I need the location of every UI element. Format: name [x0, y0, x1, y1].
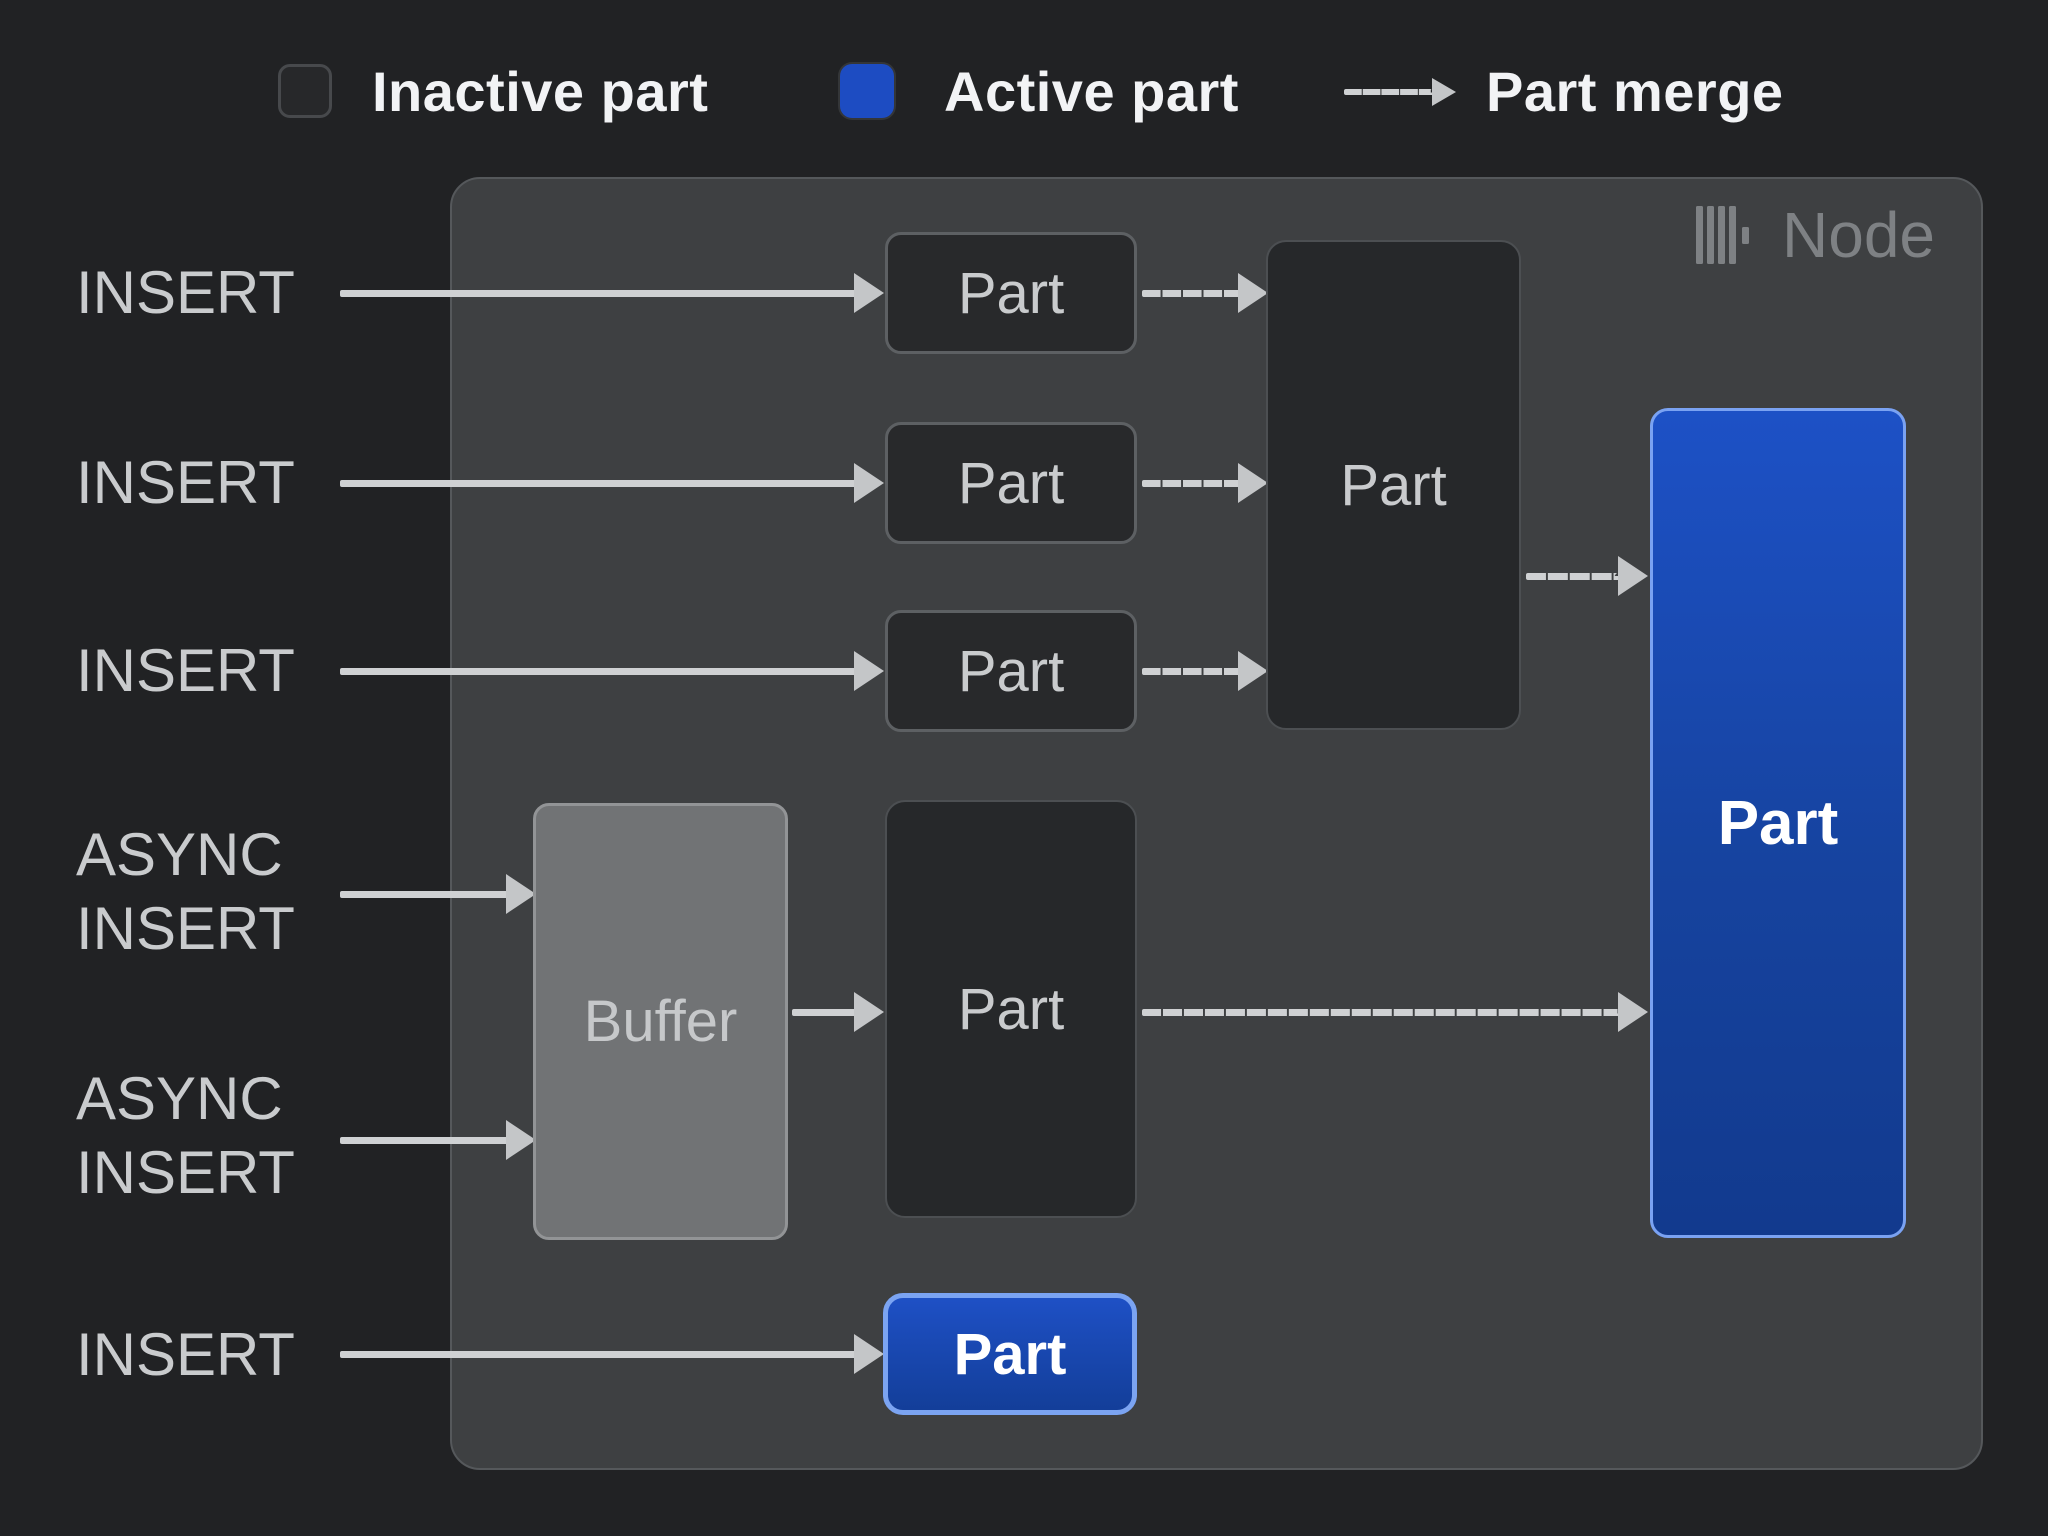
logo-bar [1707, 206, 1714, 264]
active-part-swatch [840, 64, 894, 118]
buffer-to-part-arrow [792, 990, 884, 1034]
arrow-line [1526, 572, 1622, 580]
arrow-head [1238, 463, 1268, 503]
arrow-line [1142, 667, 1242, 675]
logo-dot [1742, 226, 1749, 244]
arrow-line [1142, 289, 1242, 297]
node-title: Node [1782, 199, 1935, 271]
arrow-line [340, 1350, 858, 1358]
inactive-part-box-3: Part [885, 610, 1137, 732]
arrow-line [1344, 88, 1436, 95]
inactive-part-swatch [278, 64, 332, 118]
arrow-head [854, 651, 884, 691]
async-insert-arrow-2 [340, 1118, 536, 1162]
async-insert-label-2: ASYNC INSERT [76, 1065, 295, 1206]
async-insert-arrow-1 [340, 872, 536, 916]
insert-label-1: INSERT [76, 259, 295, 326]
arrow-head [506, 874, 536, 914]
arrow-head [1238, 273, 1268, 313]
clickhouse-logo-icon [1696, 206, 1749, 264]
arrow-line [340, 667, 858, 675]
arrow-line [792, 1008, 858, 1016]
insert-label-4: INSERT [76, 1321, 295, 1388]
logo-bar [1696, 206, 1703, 264]
legend-label-inactive-part: Inactive part [372, 59, 709, 123]
active-part-box-large: Part [1650, 408, 1906, 1238]
logo-bar [1718, 206, 1725, 264]
arrow-head [1618, 556, 1648, 596]
inactive-part-box-1: Part [885, 232, 1137, 354]
insert-arrow-4 [340, 1332, 884, 1376]
arrow-head [1432, 78, 1456, 106]
merged-part-box: Part [1266, 240, 1521, 730]
insert-arrow-3 [340, 649, 884, 693]
arrow-line [340, 479, 858, 487]
arrow-head [506, 1120, 536, 1160]
arrow-line [340, 1136, 510, 1144]
insert-label-2: INSERT [76, 449, 295, 516]
part-merge-arrow-1 [1142, 271, 1268, 315]
arrow-head [854, 992, 884, 1032]
inactive-part-box-2: Part [885, 422, 1137, 544]
active-part-box-small: Part [883, 1293, 1137, 1415]
async-part-box: Part [885, 800, 1137, 1218]
logo-bar [1729, 206, 1736, 264]
arrow-head [1238, 651, 1268, 691]
arrow-line [1142, 479, 1242, 487]
part-merge-arrow-3 [1142, 649, 1268, 693]
part-merge-legend-arrow-icon [1344, 76, 1456, 108]
arrow-line [340, 890, 510, 898]
legend-label-active-part: Active part [944, 59, 1239, 123]
arrow-head [854, 273, 884, 313]
arrow-line [340, 289, 858, 297]
part-merge-arrow-2 [1142, 461, 1268, 505]
insert-label-3: INSERT [76, 637, 295, 704]
async-insert-label-1: ASYNC INSERT [76, 821, 295, 962]
legend-label-part-merge: Part merge [1486, 59, 1784, 123]
insert-arrow-2 [340, 461, 884, 505]
part-merge-arrow-5 [1142, 990, 1648, 1034]
insert-arrow-1 [340, 271, 884, 315]
part-merge-arrow-4 [1526, 554, 1648, 598]
arrow-head [854, 463, 884, 503]
buffer-box: Buffer [533, 803, 788, 1240]
arrow-head [1618, 992, 1648, 1032]
arrow-head [854, 1334, 884, 1374]
arrow-line [1142, 1008, 1622, 1016]
